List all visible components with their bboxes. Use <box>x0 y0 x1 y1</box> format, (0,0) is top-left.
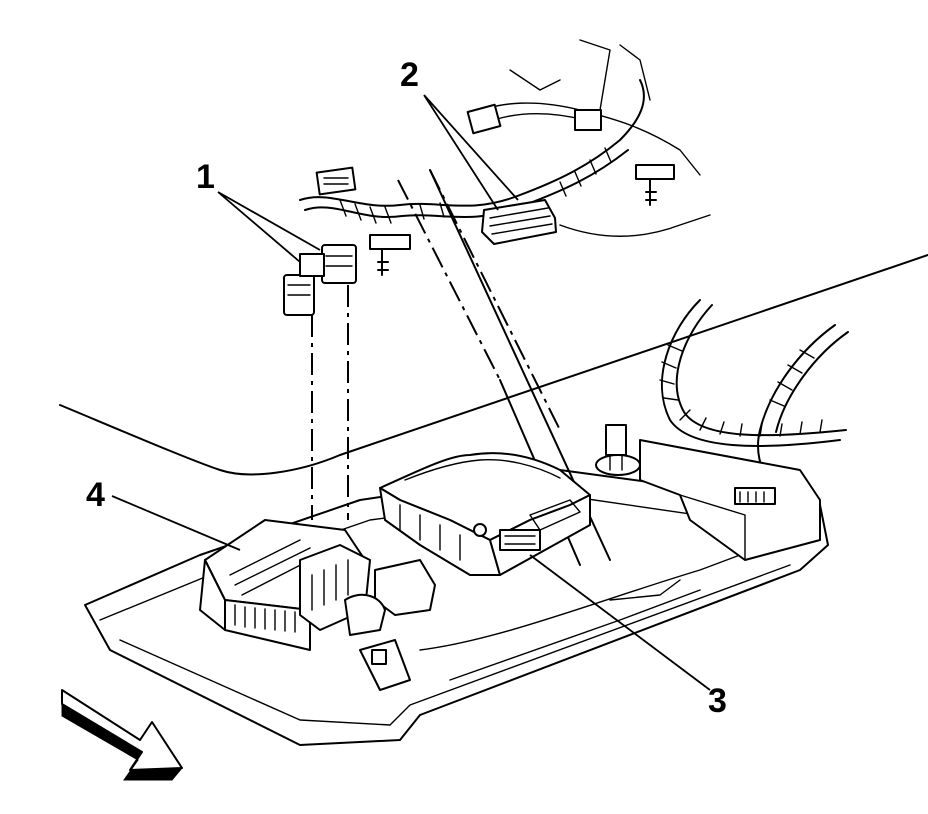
callout-3: 3 <box>529 554 727 720</box>
mount-clip-left <box>369 234 411 276</box>
harness-connectors-1 <box>283 166 357 316</box>
module-3 <box>379 452 591 576</box>
callout-2: 2 <box>400 56 519 211</box>
callout-1: 1 <box>196 158 321 263</box>
callout-4-label: 4 <box>86 476 105 514</box>
harness-connectors-2 <box>466 103 602 245</box>
front-direction-arrow-icon <box>61 689 184 781</box>
headliner-edge <box>59 254 928 476</box>
mounting-bracket-tray <box>84 469 829 746</box>
callout-1-label: 1 <box>196 158 215 196</box>
callout-3-label: 3 <box>708 682 727 720</box>
module-4 <box>199 519 436 691</box>
callout-4: 4 <box>86 476 241 551</box>
right-pad <box>595 424 821 561</box>
mount-clip-right <box>635 164 675 206</box>
callout-2-label: 2 <box>400 56 419 94</box>
